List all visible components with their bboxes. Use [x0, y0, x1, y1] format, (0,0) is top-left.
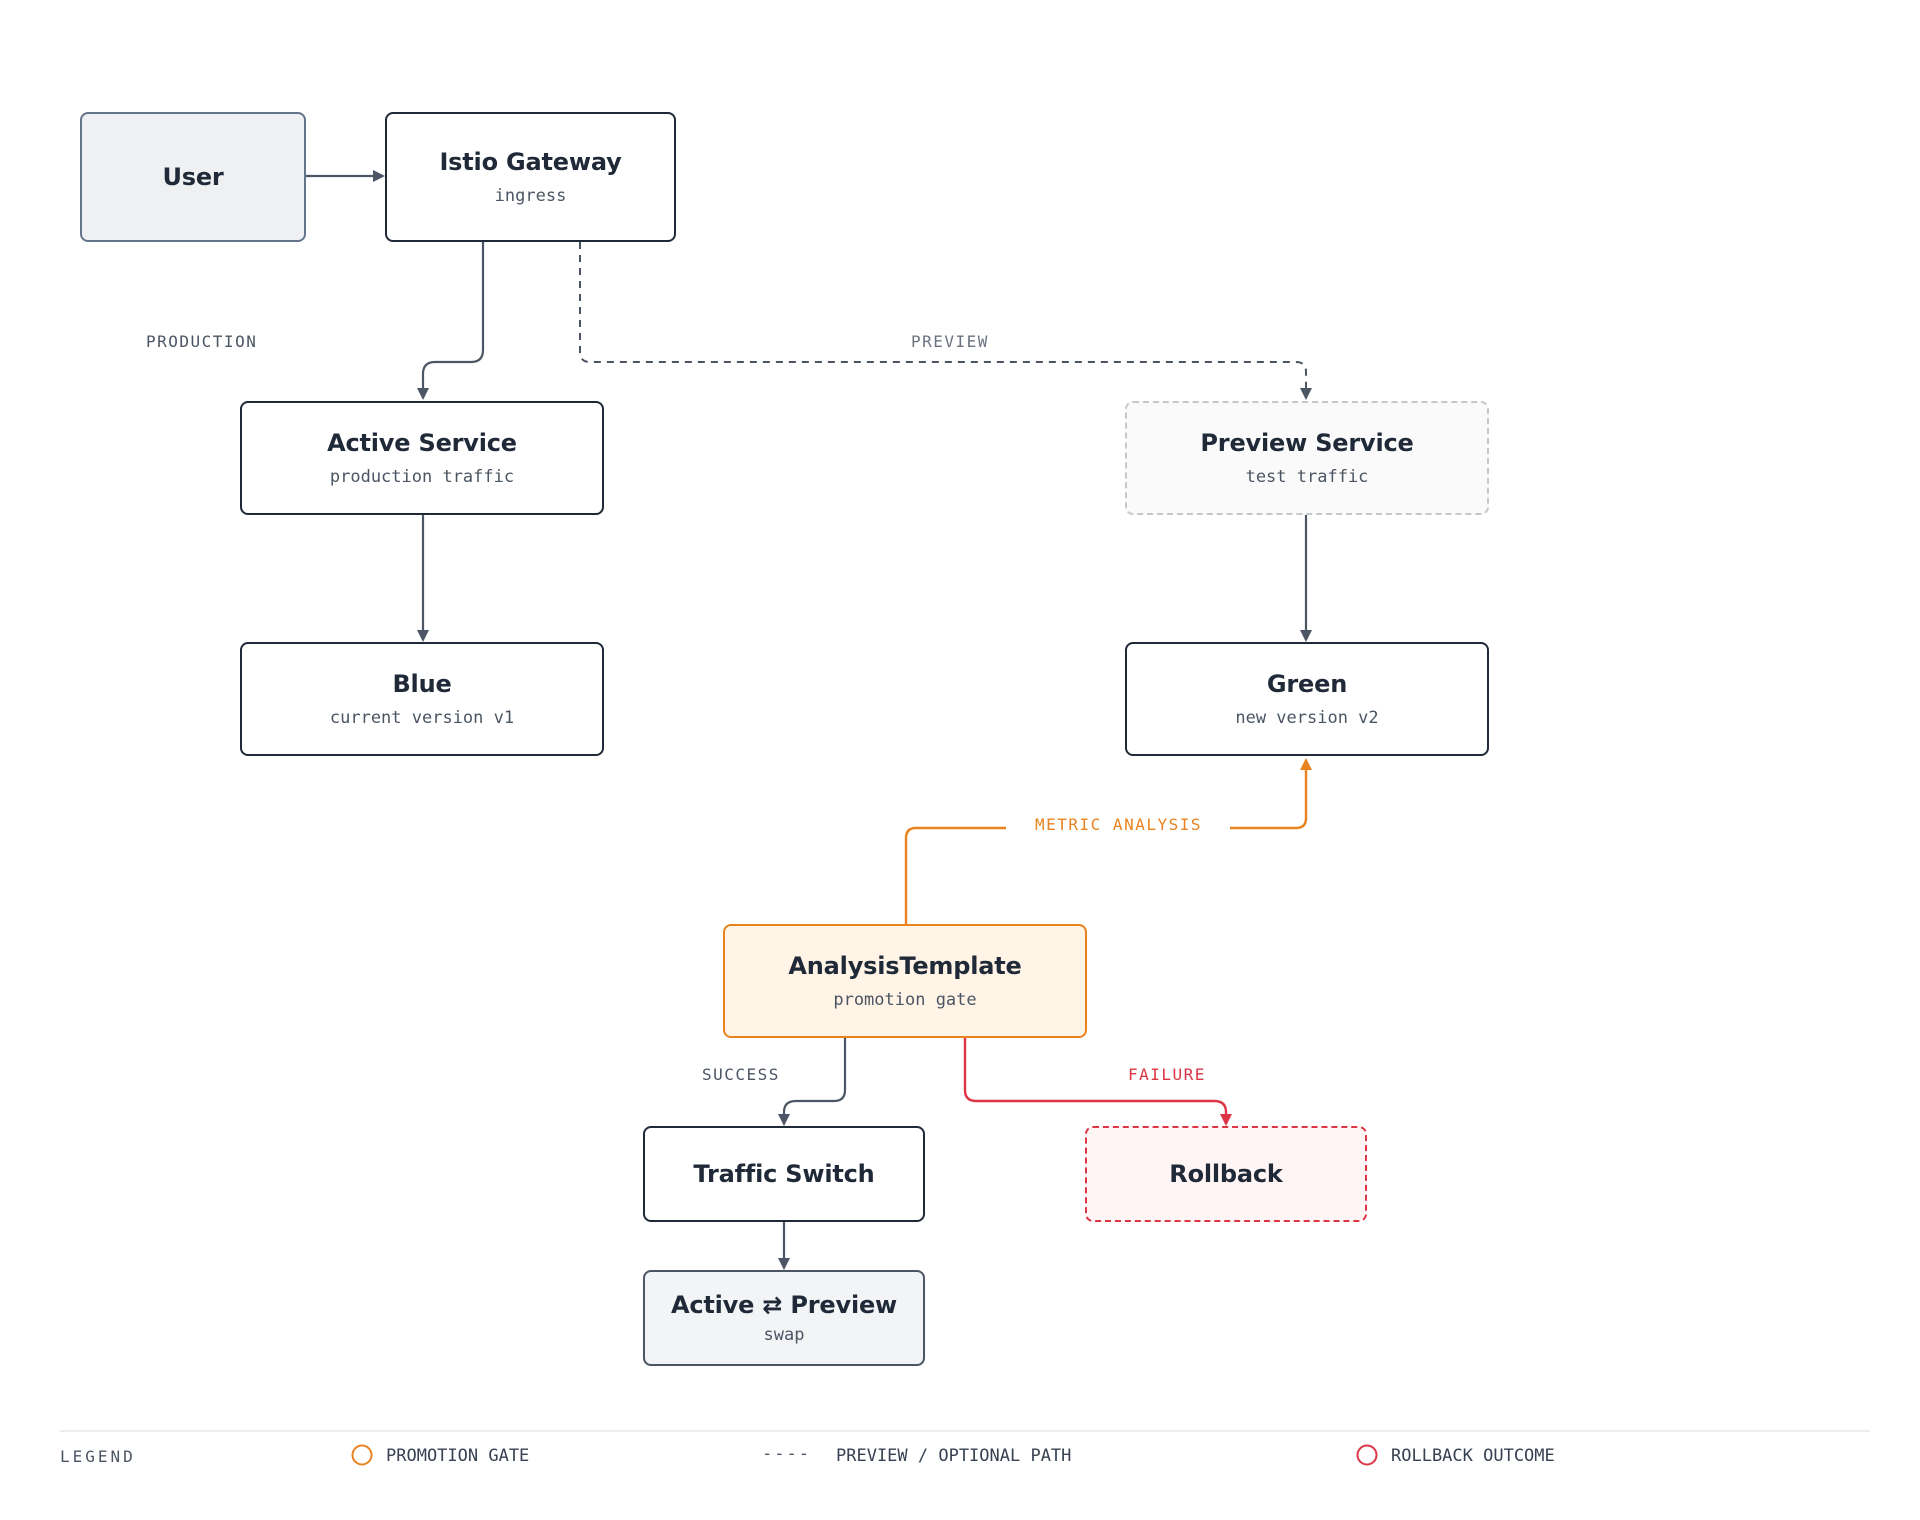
user-title: User [162, 163, 224, 191]
promotion-gate-legend-icon [351, 1444, 373, 1466]
active-service-node[interactable]: Active Service production traffic [240, 401, 604, 515]
legend-preview-path: PREVIEW / OPTIONAL PATH [836, 1446, 1072, 1466]
analysis-template-subtitle: promotion gate [833, 990, 977, 1010]
istio-gateway-node[interactable]: Istio Gateway ingress [385, 112, 676, 242]
edge-analysis-switch [778, 1038, 847, 1126]
dashed-line-legend-icon: ---- [762, 1444, 811, 1464]
user-node[interactable]: User [80, 112, 306, 242]
analysis-template-node[interactable]: AnalysisTemplate promotion gate [723, 924, 1087, 1038]
active-preview-swap-subtitle: swap [763, 1325, 805, 1345]
edge-analysis-green-end [1230, 758, 1312, 830]
edge-gateway-active [417, 242, 485, 400]
preview-service-subtitle: test traffic [1245, 467, 1369, 487]
active-service-subtitle: production traffic [329, 467, 515, 487]
active-preview-swap-node[interactable]: Active ⇄ Preview swap [643, 1270, 925, 1366]
preview-edge-label: PREVIEW [911, 332, 989, 351]
success-edge-label: SUCCESS [702, 1065, 780, 1084]
active-preview-swap-title: Active ⇄ Preview [670, 1291, 898, 1319]
green-subtitle: new version v2 [1235, 708, 1379, 728]
legend-promotion-gate: PROMOTION GATE [386, 1446, 530, 1466]
preview-service-node[interactable]: Preview Service test traffic [1125, 401, 1489, 515]
istio-gateway-subtitle: ingress [494, 186, 567, 206]
analysis-template-title: AnalysisTemplate [788, 952, 1022, 980]
blue-title: Blue [392, 670, 452, 698]
legend-rollback: ROLLBACK OUTCOME [1391, 1446, 1555, 1466]
edge-gateway-preview [579, 242, 1312, 400]
legend-title: LEGEND [60, 1447, 136, 1466]
blue-node[interactable]: Blue current version v1 [240, 642, 604, 756]
blue-subtitle: current version v1 [329, 708, 515, 728]
traffic-switch-title: Traffic Switch [693, 1160, 875, 1188]
failure-edge-label: FAILURE [1128, 1065, 1206, 1084]
istio-gateway-title: Istio Gateway [439, 148, 622, 176]
rollback-title: Rollback [1169, 1160, 1283, 1188]
production-edge-label: PRODUCTION [146, 332, 258, 351]
rollback-legend-icon [1356, 1444, 1378, 1466]
preview-service-title: Preview Service [1200, 429, 1414, 457]
green-node[interactable]: Green new version v2 [1125, 642, 1489, 756]
active-service-title: Active Service [327, 429, 517, 457]
edge-analysis-green [904, 826, 1006, 924]
green-title: Green [1266, 670, 1348, 698]
rollback-node[interactable]: Rollback [1085, 1126, 1367, 1222]
metric-analysis-edge-label: METRIC ANALYSIS [1035, 815, 1202, 834]
edge-analysis-rollback [963, 1038, 1232, 1126]
traffic-switch-node[interactable]: Traffic Switch [643, 1126, 925, 1222]
